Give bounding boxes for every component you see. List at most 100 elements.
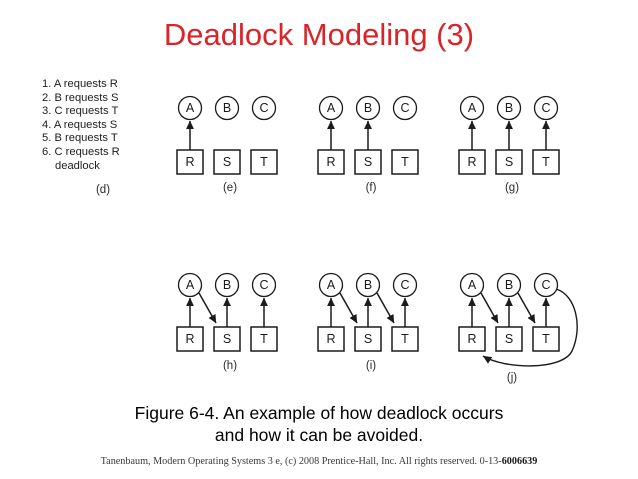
panel-label-f: (f)	[365, 182, 377, 194]
graph-panel-j: A B C R S T	[452, 267, 592, 377]
step-line-2: 2. B requests S	[42, 91, 119, 104]
edge-request-C-to-R	[482, 288, 578, 367]
process-node-C-label: C	[259, 101, 268, 115]
process-node-C-label: C	[259, 278, 268, 292]
resource-node-T-label: T	[542, 332, 550, 346]
resource-node-S	[354, 149, 382, 175]
resource-node-R-label: R	[467, 332, 476, 346]
process-node-C	[392, 95, 418, 121]
resource-node-R-label: R	[326, 332, 335, 346]
process-node-C-label: C	[400, 278, 409, 292]
copyright-notice: Tanenbaum, Modern Operating Systems 3 e,…	[0, 455, 638, 468]
step-line-5: 5. B requests T	[42, 132, 118, 145]
step-line-1: 1. A requests R	[42, 78, 118, 90]
process-node-A-label: A	[327, 278, 336, 292]
process-node-C	[251, 272, 277, 298]
resource-node-R-label: R	[185, 332, 194, 346]
process-node-A	[318, 95, 344, 121]
panel-label-j: (j)	[506, 372, 518, 384]
figure-caption: Figure 6-4. An example of how deadlock o…	[0, 402, 638, 446]
graph-panel-i: A B C R S T	[311, 267, 431, 362]
resource-node-R-label: R	[467, 155, 476, 169]
graph-panel-g: A B C R S T	[452, 90, 572, 185]
panel-label-g: (g)	[504, 182, 520, 194]
edge-request-A-to-S	[339, 292, 358, 324]
process-node-B-label: B	[223, 278, 231, 292]
step-line-3: 3. C requests T	[42, 105, 119, 118]
process-node-B	[214, 95, 240, 121]
process-node-A	[177, 95, 203, 121]
copyright-text: Tanenbaum, Modern Operating Systems 3 e,…	[100, 456, 502, 467]
process-node-C-label: C	[541, 101, 550, 115]
resource-node-R-label: R	[326, 155, 335, 169]
process-node-A-label: A	[327, 101, 336, 115]
resource-node-T-label: T	[260, 332, 268, 346]
resource-node-T-label: T	[401, 332, 409, 346]
resource-node-T	[532, 326, 560, 352]
process-node-B-label: B	[223, 101, 231, 115]
process-node-A	[177, 272, 203, 298]
figure-diagram: 1. A requests R 2. B requests S 3. C req…	[0, 72, 638, 397]
resource-node-S	[495, 326, 523, 352]
edge-request-A-to-S	[198, 292, 217, 324]
panel-label-i: (i)	[365, 360, 377, 372]
resource-node-S	[354, 326, 382, 352]
resource-node-R	[458, 326, 486, 352]
resource-node-T	[532, 149, 560, 175]
caption-line-1: Figure 6-4. An example of how deadlock o…	[134, 403, 504, 423]
resource-node-S-label: S	[223, 332, 231, 346]
process-node-B	[496, 95, 522, 121]
resource-node-R	[458, 149, 486, 175]
process-node-A	[459, 95, 485, 121]
resource-node-T	[250, 149, 278, 175]
process-node-A	[318, 272, 344, 298]
process-node-A-label: A	[468, 101, 477, 115]
process-node-C-label: C	[400, 101, 409, 115]
resource-node-T	[391, 149, 419, 175]
process-node-B-label: B	[505, 101, 513, 115]
resource-node-R	[317, 326, 345, 352]
panel-label-h: (h)	[222, 360, 238, 372]
step-line-4: 4. A requests S	[42, 118, 118, 131]
resource-node-R-label: R	[185, 155, 194, 169]
process-node-C	[392, 272, 418, 298]
process-node-C-label: C	[541, 278, 550, 292]
resource-node-S-label: S	[223, 155, 231, 169]
process-node-B	[355, 272, 381, 298]
process-node-B	[496, 272, 522, 298]
resource-node-S-label: S	[505, 332, 513, 346]
process-node-C	[533, 95, 559, 121]
resource-node-S-label: S	[364, 332, 372, 346]
process-node-B	[214, 272, 240, 298]
step-line-6: 6. C requests R	[42, 145, 120, 158]
resource-node-S	[495, 149, 523, 175]
edge-request-A-to-S	[480, 292, 499, 324]
process-node-A-label: A	[186, 278, 195, 292]
resource-node-R	[176, 149, 204, 175]
step-list: 1. A requests R 2. B requests S 3. C req…	[42, 78, 164, 173]
caption-line-2: and how it can be avoided.	[214, 425, 424, 445]
resource-node-T-label: T	[401, 155, 409, 169]
resource-node-T	[250, 326, 278, 352]
resource-node-T-label: T	[542, 155, 550, 169]
resource-node-R	[317, 149, 345, 175]
process-node-B	[355, 95, 381, 121]
resource-node-S	[213, 149, 241, 175]
process-node-A-label: A	[468, 278, 477, 292]
panel-label-e: (e)	[222, 182, 238, 194]
process-node-B-label: B	[505, 278, 513, 292]
process-node-B-label: B	[364, 101, 372, 115]
graph-panel-f: A B C R S T	[311, 90, 431, 185]
graph-panel-h: A B C R S T	[170, 267, 290, 362]
panel-label-d: (d)	[95, 184, 111, 196]
process-node-B-label: B	[364, 278, 372, 292]
page-title: Deadlock Modeling (3)	[163, 17, 475, 52]
graph-panel-e: A B C R S T	[170, 90, 290, 185]
resource-node-T	[391, 326, 419, 352]
resource-node-T-label: T	[260, 155, 268, 169]
copyright-isbn: 6006639	[501, 456, 538, 467]
resource-node-S-label: S	[364, 155, 372, 169]
process-node-C	[533, 272, 559, 298]
resource-node-R	[176, 326, 204, 352]
process-node-A-label: A	[186, 101, 195, 115]
